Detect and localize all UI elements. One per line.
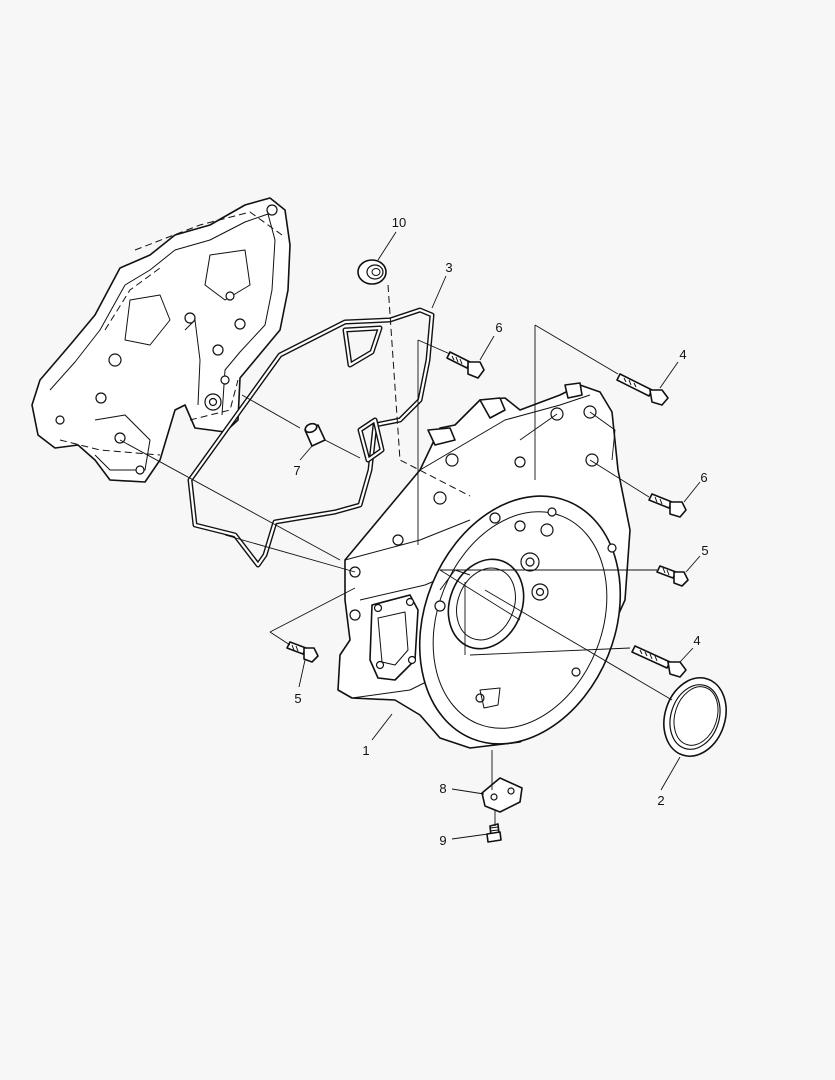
callouts: 1 2 3 4 4 5 5 6	[293, 215, 708, 848]
callout-label-4-lower: 4	[693, 633, 700, 648]
callout-label-10: 10	[392, 215, 406, 230]
callout-label-8: 8	[439, 781, 446, 796]
cover-screw	[486, 823, 502, 843]
callout-5-left: 5	[294, 659, 306, 706]
callout-2: 2	[657, 756, 681, 808]
bolt-5-left	[286, 641, 319, 663]
callout-9: 9	[439, 833, 489, 848]
callout-10: 10	[377, 215, 406, 261]
callout-label-4-upper: 4	[679, 347, 686, 362]
inspection-cover-plate	[481, 777, 523, 813]
engine-front-plate	[31, 197, 291, 483]
callout-label-1: 1	[362, 743, 369, 758]
callout-6-upper: 6	[479, 320, 503, 361]
callout-label-5-left: 5	[294, 691, 301, 706]
callout-1: 1	[362, 713, 393, 758]
callout-label-3: 3	[445, 260, 452, 275]
flywheel-housing	[337, 382, 631, 749]
callout-label-6-lower: 6	[700, 470, 707, 485]
bolt-5-right	[656, 565, 689, 587]
callout-7: 7	[293, 445, 313, 478]
callout-label-6-upper: 6	[495, 320, 502, 335]
bolt-6-upper	[446, 351, 485, 379]
bolt-4-lower	[631, 645, 687, 678]
callout-label-7: 7	[293, 463, 300, 478]
callout-3: 3	[431, 260, 453, 309]
callout-4-lower: 4	[679, 633, 701, 663]
callout-8: 8	[439, 781, 485, 796]
seal-ring	[357, 259, 387, 285]
bolt-6-lower	[648, 493, 687, 518]
dowel-pin	[304, 422, 326, 447]
callout-6-lower: 6	[683, 470, 708, 503]
callout-4-upper: 4	[659, 347, 687, 389]
callout-label-5-right: 5	[701, 543, 708, 558]
rear-oil-seal	[663, 677, 727, 757]
assembly-lines	[119, 284, 673, 826]
callout-label-2: 2	[657, 793, 664, 808]
callout-5-right: 5	[685, 543, 709, 573]
bolt-4-upper	[616, 373, 669, 406]
callout-label-9: 9	[439, 833, 446, 848]
